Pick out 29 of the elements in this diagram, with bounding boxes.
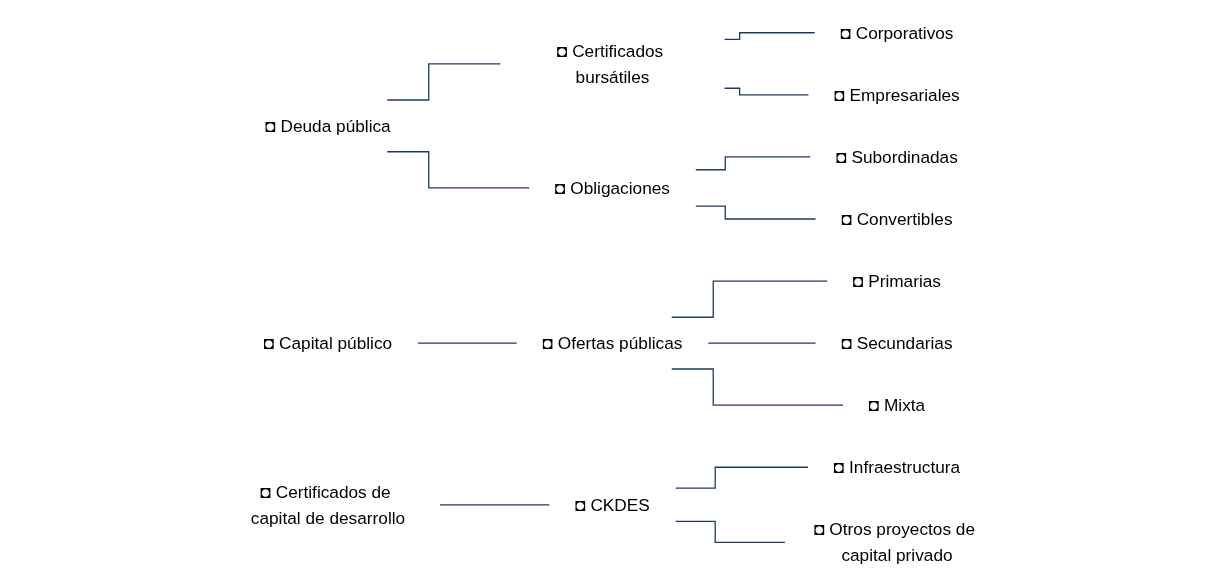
connector (674, 520, 786, 543)
node-text: ◘ Infraestructura (833, 457, 960, 477)
connector (670, 368, 844, 406)
connector (723, 32, 815, 40)
connector (416, 342, 517, 344)
node-text: ◘ Certificados bursátiles (556, 41, 663, 87)
node-text: ◘ Ofertas públicas (542, 333, 682, 353)
node-text: ◘ Corporativos (840, 23, 953, 43)
connector (694, 205, 816, 220)
node-text: ◘ Convertibles (840, 209, 953, 229)
connector (707, 342, 816, 344)
node-text: ◘ Subordinadas (835, 147, 958, 167)
connector (694, 156, 811, 171)
node-text: ◘ Obligaciones (554, 178, 670, 198)
node-text: ◘ Otros proyectos de capital privado (813, 519, 975, 565)
connector (723, 87, 809, 96)
connector (386, 151, 530, 189)
node-text: ◘ Mixta (868, 395, 925, 415)
node-text: ◘ CKDES (574, 495, 650, 515)
connector (386, 63, 501, 101)
node-text: ◘ Primarias (852, 271, 941, 291)
node-text: ◘ Deuda pública (264, 116, 391, 136)
node-text: ◘ Capital público (263, 333, 392, 353)
node-text: ◘ Certificados de capital de desarrollo (250, 482, 405, 528)
node-text: ◘ Empresariales (833, 85, 960, 105)
connector (438, 504, 550, 506)
connector (670, 280, 828, 318)
node-text: ◘ Secundarias (840, 333, 953, 353)
connector (674, 466, 809, 489)
